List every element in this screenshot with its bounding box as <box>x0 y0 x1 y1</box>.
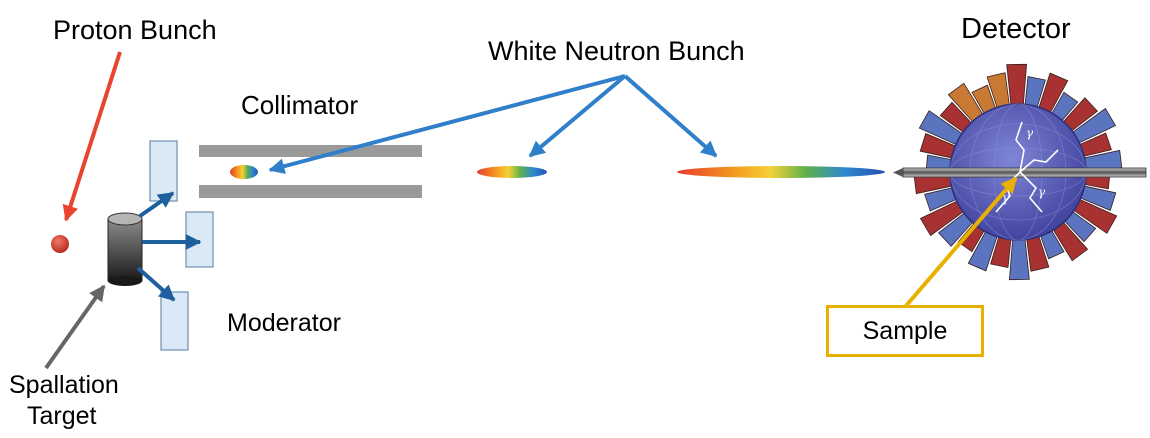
collimator-bar-bottom <box>199 185 422 198</box>
label-collimator: Collimator <box>241 90 359 120</box>
white-neutron-arrow-2 <box>528 74 627 158</box>
spallation-target <box>107 212 143 286</box>
gamma-label-left: γ <box>1002 191 1010 205</box>
label-moderator: Moderator <box>227 309 341 337</box>
neutron-bunch-2 <box>477 166 547 178</box>
proton-bunch-marker <box>51 235 69 253</box>
neutron-arrow-up <box>138 191 175 218</box>
moderator-plate-middle <box>185 211 214 268</box>
white-neutron-arrow-1 <box>268 74 626 175</box>
sample-pointer-arrow <box>903 176 1018 309</box>
white-neutron-arrow-3 <box>623 74 718 158</box>
detector: γ γ γ <box>893 63 1147 281</box>
neutron-bunch-3 <box>677 166 885 178</box>
proton-pointer-arrow <box>62 51 122 222</box>
target-pointer-arrow <box>44 284 106 370</box>
detector-segment <box>1006 63 1028 107</box>
label-proton-bunch: Proton Bunch <box>53 15 217 45</box>
collimator-bar-top <box>199 145 422 157</box>
label-target: Target <box>27 402 97 430</box>
detector-segment <box>1008 237 1030 281</box>
beam-pipe-tip <box>893 168 903 177</box>
label-sample: Sample <box>862 316 948 345</box>
moderator-plate-top <box>149 140 178 202</box>
gamma-label-right: γ <box>1038 185 1046 199</box>
label-spallation: Spallation <box>9 371 119 399</box>
label-white-neutron-bunch: White Neutron Bunch <box>488 36 745 66</box>
sample-label-box: Sample <box>826 305 984 357</box>
gamma-label-top: γ <box>1026 126 1034 140</box>
moderator-plate-bottom <box>160 291 189 351</box>
neutron-arrow-down <box>136 266 176 302</box>
neutron-bunch-1 <box>230 165 258 179</box>
label-detector: Detector <box>961 13 1071 45</box>
